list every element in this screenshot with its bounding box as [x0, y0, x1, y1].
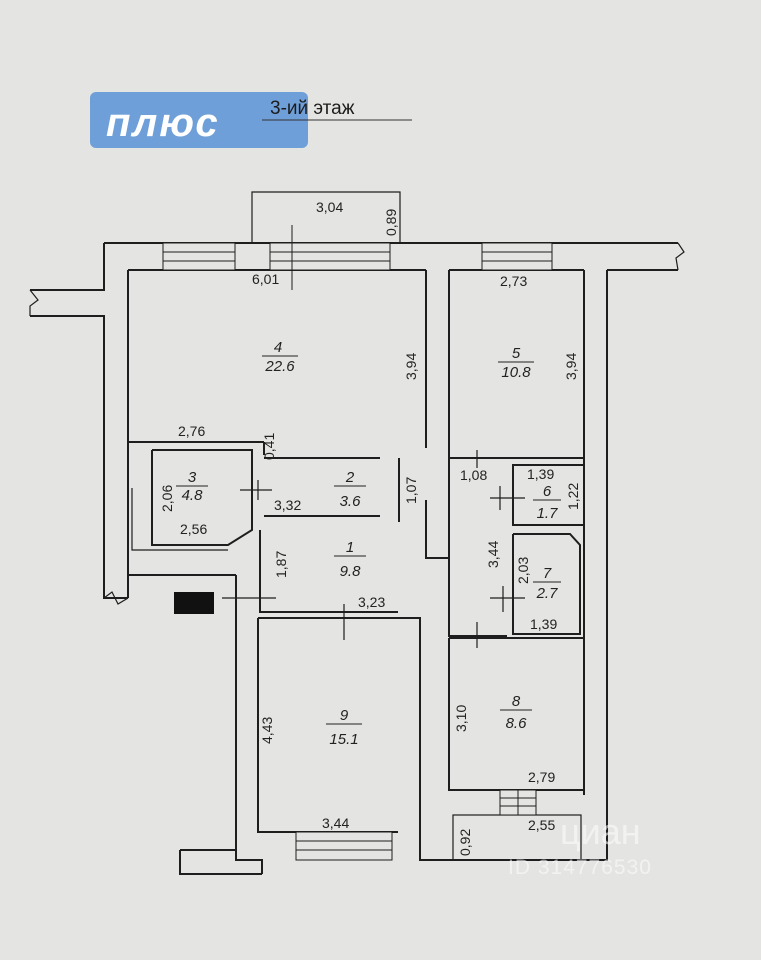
dim-room2-width: 3,32	[274, 497, 301, 513]
window-bottom-room9	[295, 831, 393, 861]
dim-room9-width: 3,44	[322, 815, 349, 831]
room-4-number: 4	[274, 339, 282, 356]
room-8: 8 8.6	[500, 693, 532, 732]
dim-room3-height: 2,06	[159, 485, 175, 512]
room-7: 7 2.7	[533, 565, 561, 602]
room-5-area: 10.8	[501, 364, 531, 381]
dim-room6-width: 1,39	[527, 466, 554, 482]
room-2: 2 3.6	[334, 469, 366, 510]
floor-title: 3-ий этаж	[270, 98, 355, 119]
room-6-number: 6	[543, 483, 552, 500]
room-1-area: 9.8	[340, 563, 362, 580]
room-3-number: 3	[188, 469, 197, 486]
watermark: циан ID 314776530	[508, 811, 652, 879]
dim-room5-width: 2,73	[500, 273, 527, 289]
room-3-area: 4.8	[182, 487, 204, 504]
dimensions: 3,04 0,89 6,01 3,94 2,73 3,94 2,76 0,41 …	[159, 199, 581, 856]
dim-room1-height: 1,87	[273, 551, 289, 578]
window-bottom-room8	[499, 789, 537, 816]
dim-balcony-top-depth: 0,89	[383, 209, 399, 236]
room-2-area: 3.6	[340, 493, 362, 510]
room-1: 1 9.8	[334, 539, 366, 580]
room-6: 6 1.7	[533, 483, 561, 522]
dim-room5-height: 3,94	[563, 353, 579, 380]
room-4-area: 22.6	[264, 358, 295, 375]
room-9: 9 15.1	[326, 707, 362, 748]
dim-room7-height: 2,03	[515, 557, 531, 584]
dim-room9-height: 4,43	[259, 717, 275, 744]
room-2-number: 2	[345, 469, 355, 486]
walls	[29, 191, 685, 875]
window-top-mid	[269, 225, 391, 290]
dim-hall-108: 1,08	[460, 467, 487, 483]
dim-room6-height: 1,22	[565, 483, 581, 510]
dim-room8-width: 2,79	[528, 769, 555, 785]
room-5: 5 10.8	[498, 345, 534, 381]
dim-room4-height: 3,94	[403, 353, 419, 380]
dim-hall-344: 3,44	[485, 541, 501, 568]
dim-room4-width: 6,01	[252, 271, 279, 287]
windows	[162, 225, 553, 861]
room-8-area: 8.6	[506, 715, 528, 732]
dim-room3-width: 2,56	[180, 521, 207, 537]
window-top-left	[162, 242, 236, 271]
room-7-number: 7	[543, 565, 552, 582]
room-9-number: 9	[340, 707, 349, 724]
logo: плюс	[90, 92, 308, 148]
logo-text: плюс	[106, 101, 220, 145]
door-marks	[222, 450, 525, 648]
window-top-right	[481, 242, 553, 271]
room-4: 4 22.6	[262, 339, 298, 375]
dim-room2-height: 1,07	[403, 477, 419, 504]
dim-room7-width: 1,39	[530, 616, 557, 632]
room-7-area: 2.7	[536, 585, 559, 602]
watermark-id: ID 314776530	[508, 856, 652, 879]
entrance-marker	[174, 592, 214, 614]
dim-balcony-bottom-width: 2,55	[528, 817, 555, 833]
room-5-number: 5	[512, 345, 521, 362]
dim-room4-bottom: 2,76	[178, 423, 205, 439]
dim-wall-041: 0,41	[261, 433, 277, 460]
watermark-brand: циан	[560, 811, 641, 852]
room-3: 3 4.8	[176, 469, 208, 504]
dim-room8-height: 3,10	[453, 705, 469, 732]
room-labels: 4 22.6 5 10.8 3 4.8 2 3.6 6 1.7 1 9.8	[176, 339, 561, 748]
dim-balcony-top-width: 3,04	[316, 199, 343, 215]
logo-badge	[90, 92, 308, 148]
room-8-number: 8	[512, 693, 521, 710]
room-6-area: 1.7	[537, 505, 559, 522]
room-1-number: 1	[346, 539, 354, 556]
dim-room1-width: 3,23	[358, 594, 385, 610]
room-9-area: 15.1	[329, 731, 358, 748]
dim-balcony-bottom-depth: 0,92	[457, 829, 473, 856]
